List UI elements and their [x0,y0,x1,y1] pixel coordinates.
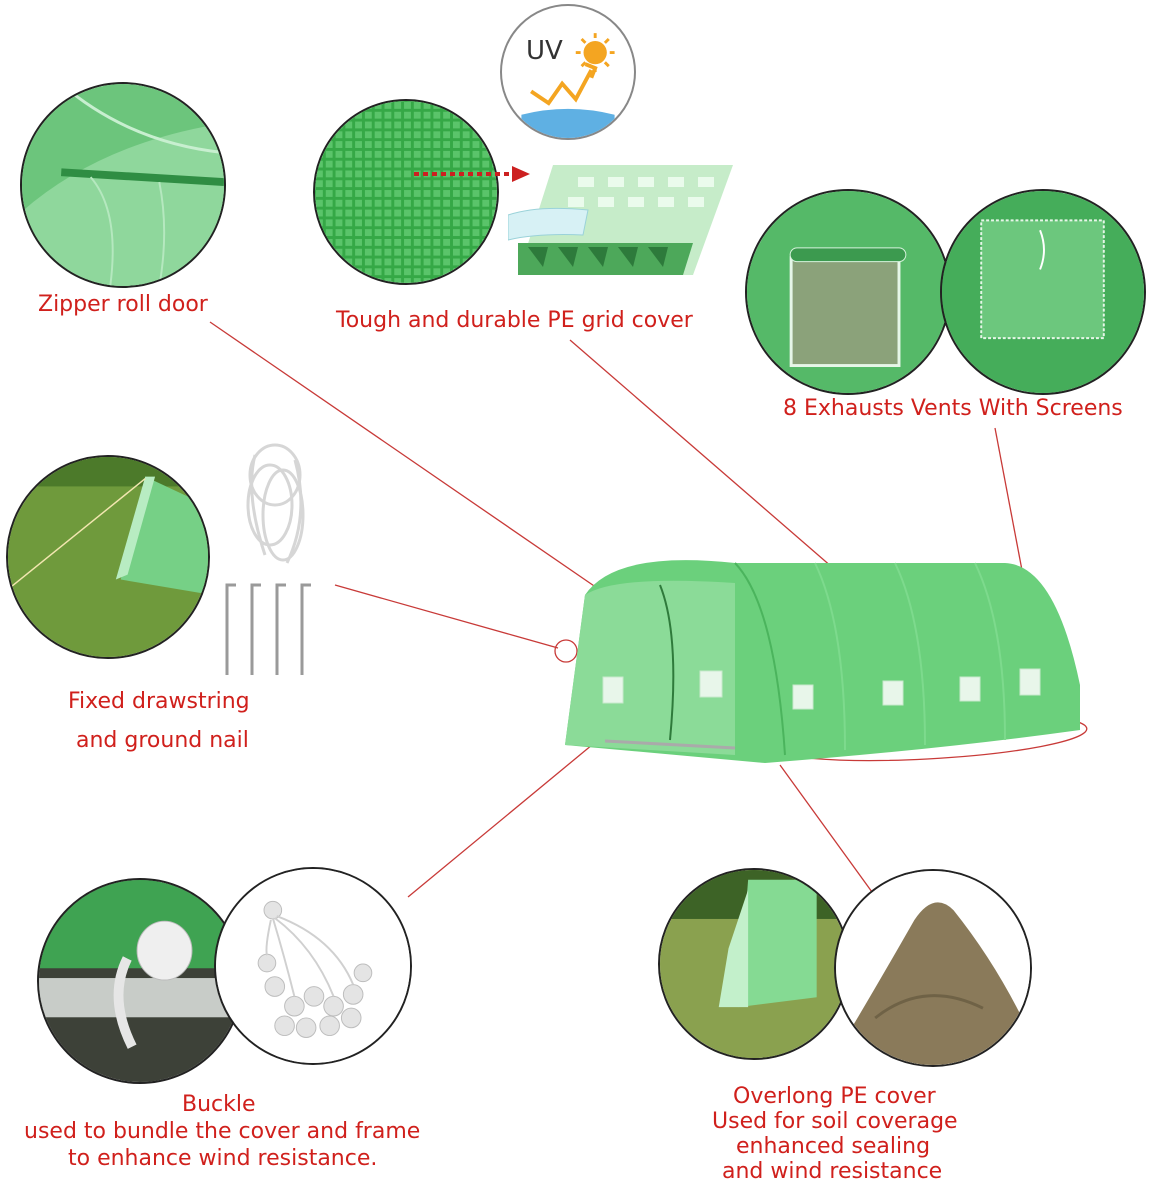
zipper-door-label: Zipper roll door [38,292,208,317]
pe-layer-diagram [508,165,733,275]
buckle-label-2: used to bundle the cover and frame [24,1119,421,1144]
leader-buckle [407,739,599,898]
pe-grid-photo [313,99,499,285]
grid-arrow [414,166,530,182]
exhaust-vents-label: 8 Exhausts Vents With Screens [783,396,1123,421]
leader-overlong [779,764,873,893]
overlong-label-2: Used for soil coverage [712,1109,958,1134]
ground-nail-icon [225,583,311,675]
buckle-photo [37,878,243,1084]
ball-bungee-photo [214,867,412,1065]
buckle-label-3: to enhance wind resistance. [68,1146,378,1171]
uv-text: UV [526,36,563,66]
drawstring-photo [6,455,210,659]
leader-zipper [209,321,601,591]
drawstring-label-2: and ground nail [76,728,249,753]
ball-bungee-icon [216,869,410,1063]
greenhouse-illustration [565,560,1080,763]
pe-grid-label: Tough and durable PE grid cover [336,308,693,333]
uv-sun-icon [503,7,633,138]
uv-badge [500,4,636,140]
buckle-label-1: Buckle [182,1092,256,1117]
zipper-door-photo [20,82,226,288]
leader-drawstring [334,584,559,649]
drawstring-label-1: Fixed drawstring [68,689,250,714]
callout-side-tie [554,639,578,663]
vent-photo-1 [745,189,951,395]
rope-coil-icon [246,443,305,564]
overlong-label-1: Overlong PE cover [733,1084,936,1109]
soil-photo [834,869,1032,1067]
overlong-label-3: enhanced sealing [736,1134,931,1159]
overlong-label-4: and wind resistance [722,1159,943,1184]
overlong-cover-photo [658,868,850,1060]
leader-pe-grid [569,339,871,601]
vent-photo-2 [940,189,1146,395]
